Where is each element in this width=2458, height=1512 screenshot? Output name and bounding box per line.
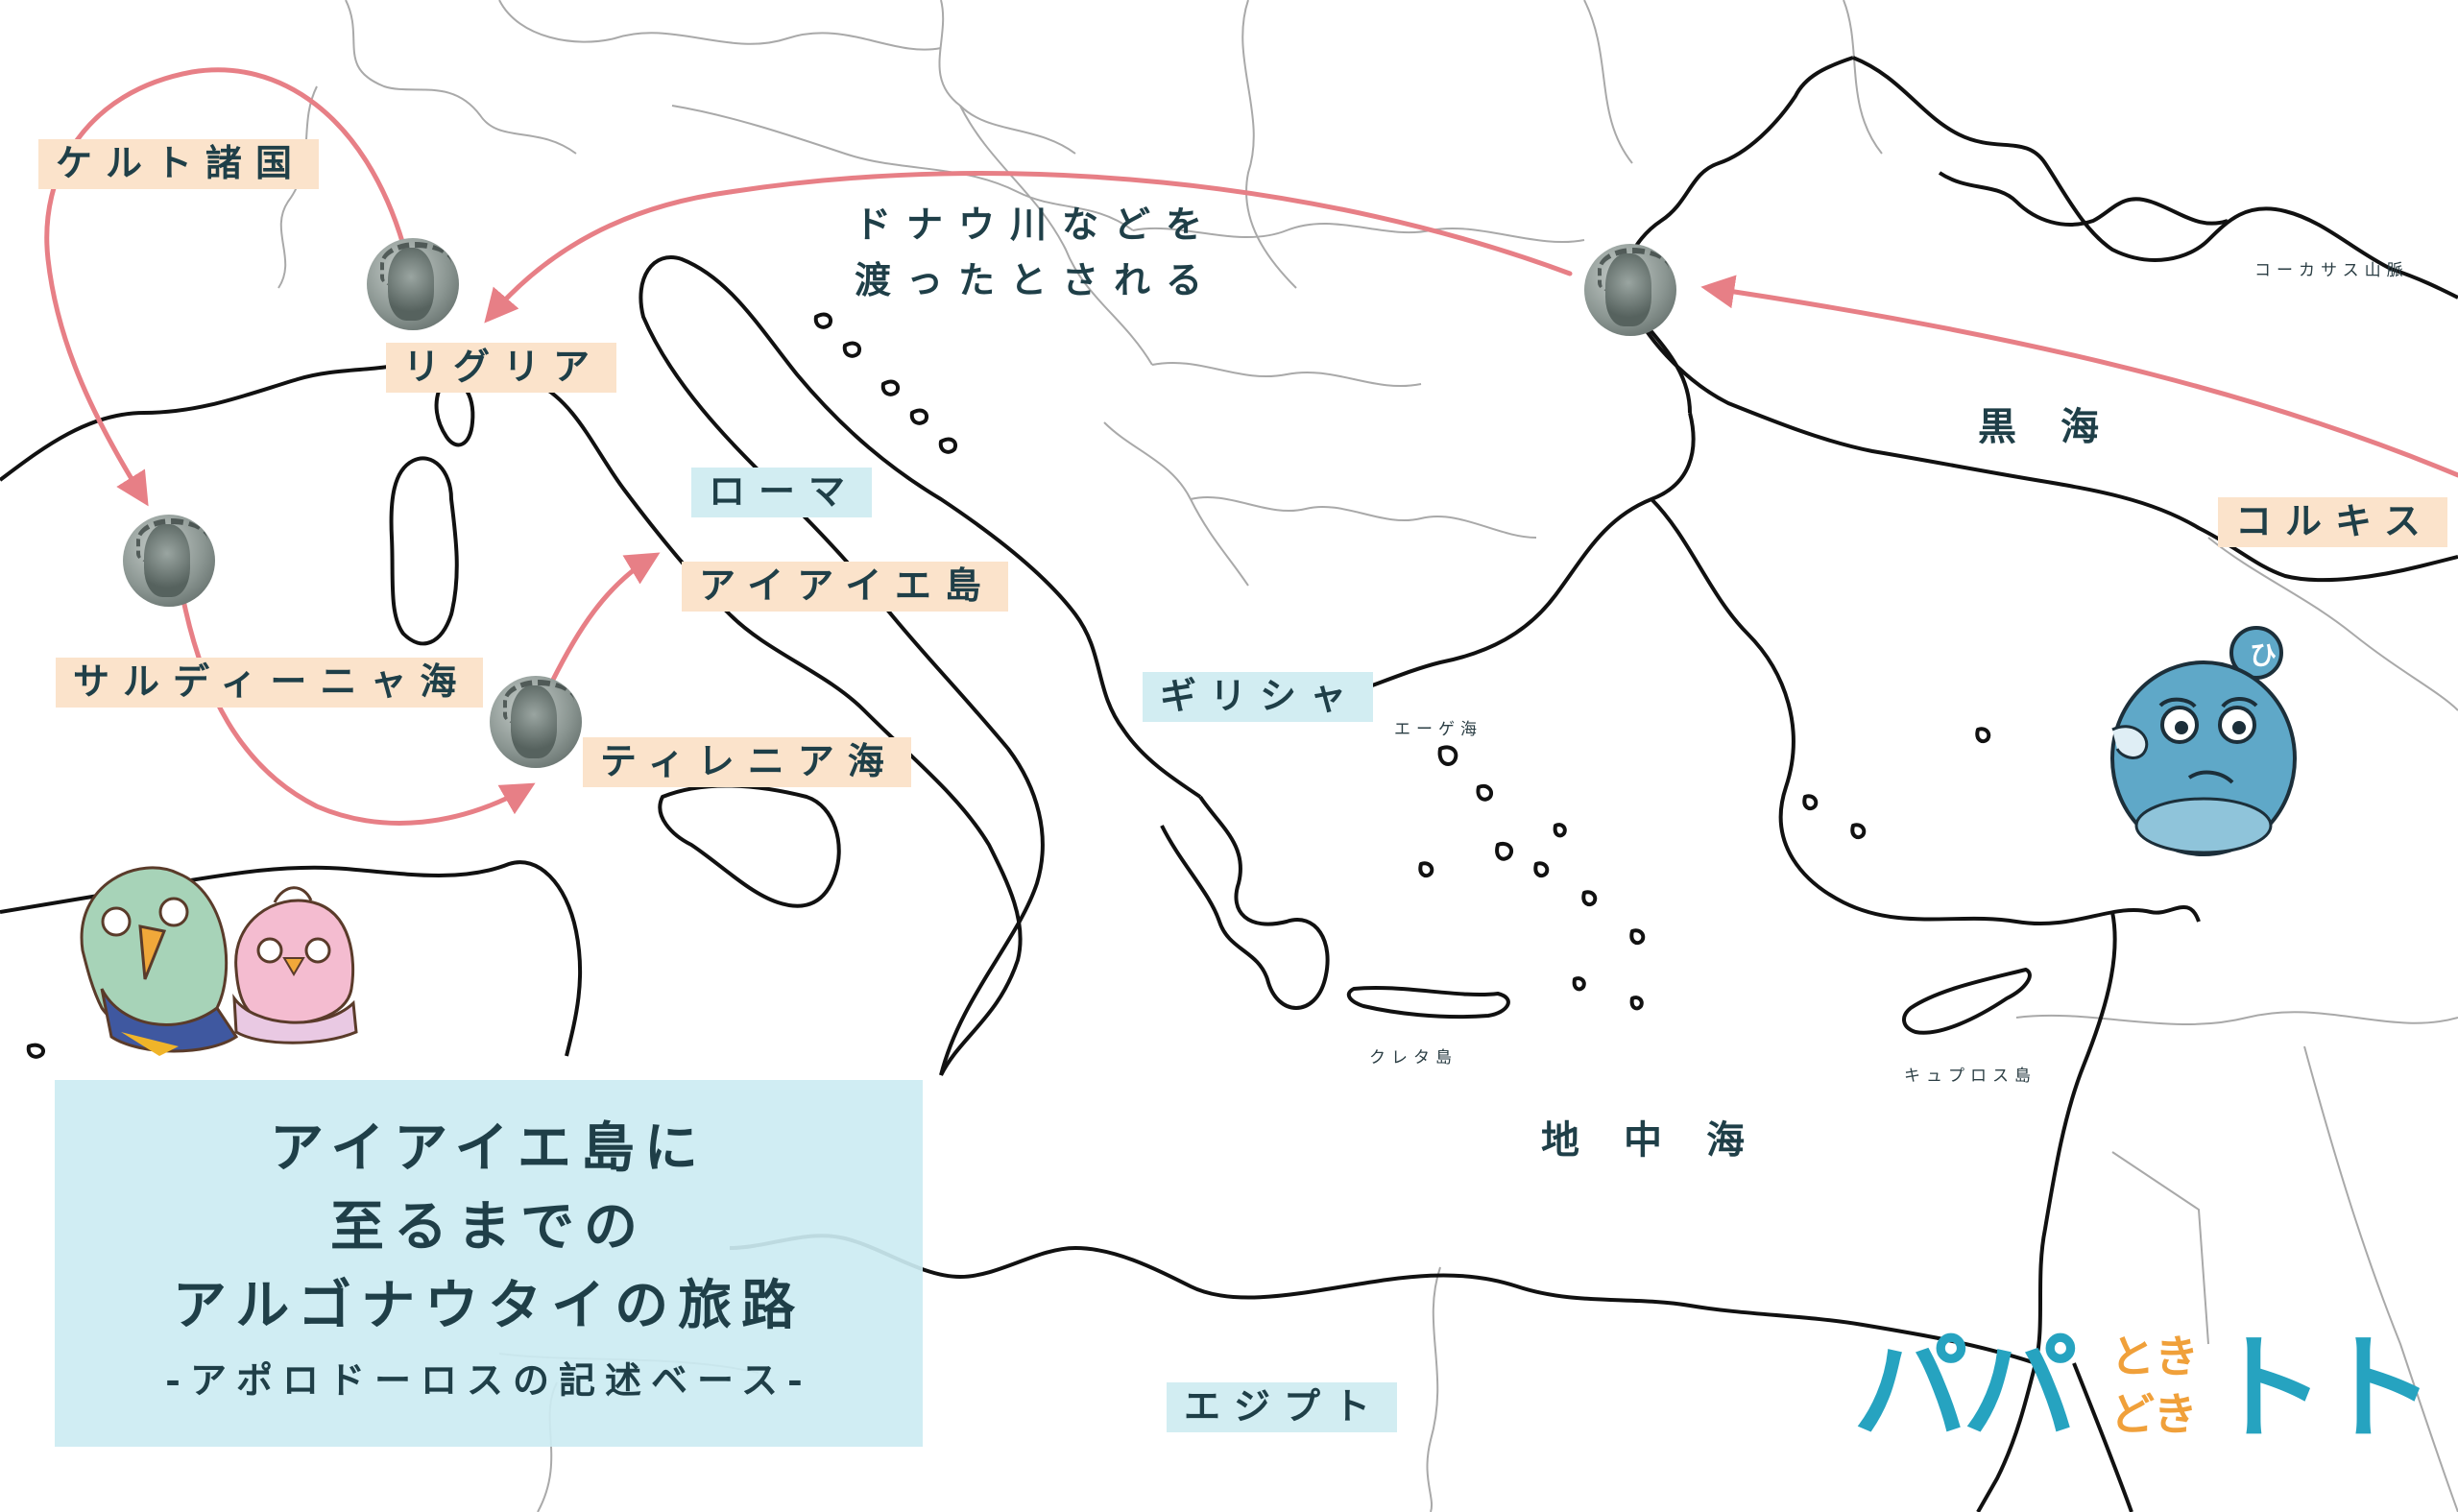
label-sardinian-sea: サルディーニャ海: [56, 658, 484, 708]
map-title: アイアイエ島に 至るまでの アルゴナウタイの旅路: [172, 1116, 806, 1337]
logo: パパ とき どき トト: [1853, 1332, 2439, 1462]
coin-portrait-icon: [1584, 244, 1676, 336]
logo-small-top: とき: [2110, 1331, 2199, 1382]
label-celt: ケルト諸国: [38, 139, 320, 189]
label-danube-note: ドナウ川などを 渡ったとされる: [855, 203, 1218, 301]
label-aiaie-island: アイアイエ島: [682, 562, 1008, 612]
coin-portrait-icon: [490, 676, 582, 768]
map-subtitle: -アポロドーロスの記述ベース-: [165, 1358, 812, 1402]
route-arrow-icon: [1700, 275, 2458, 478]
coin-portrait-icon: [123, 515, 215, 607]
label-colchis: コルキス: [2218, 497, 2447, 547]
coastline: [0, 56, 2458, 1512]
label-caucasus: コーカサス山脈: [2254, 261, 2409, 280]
title-panel: アイアイエ島に 至るまでの アルゴナウタイの旅路 -アポロドーロスの記述ベース-: [55, 1080, 923, 1447]
label-cyprus: キュプロス島: [1904, 1067, 2036, 1086]
label-greece: ギリシャ: [1143, 672, 1374, 722]
logo-main-left: パパ: [1853, 1323, 2078, 1456]
label-black-sea: 黒海: [1978, 404, 2143, 449]
label-aegean-sea: エーゲ海: [1394, 720, 1482, 739]
logo-main-right: トト: [2210, 1323, 2435, 1456]
blue-round-character-icon: ひ: [2110, 626, 2297, 856]
route-arrow-icon: [549, 552, 661, 684]
svg-text:ひ: ひ: [2250, 639, 2277, 671]
country-borders: [277, 0, 2458, 1512]
route-arrow-icon: [44, 67, 406, 507]
coin-portrait-icon: [367, 238, 459, 330]
bird-characters-icon: [80, 866, 358, 1056]
label-mediterranean: 地中海: [1541, 1117, 1789, 1163]
label-tyrrhenian-sea: ティレニア海: [583, 737, 911, 787]
label-egypt: エジプト: [1167, 1382, 1398, 1432]
label-liguria: リグリア: [386, 343, 617, 393]
route-arrow-icon: [484, 171, 1573, 324]
logo-small-bottom: どき: [2110, 1388, 2198, 1440]
label-crete: クレタ島: [1369, 1048, 1458, 1068]
route-arrow-icon: [180, 592, 536, 826]
label-rome: ローマ: [691, 468, 873, 517]
